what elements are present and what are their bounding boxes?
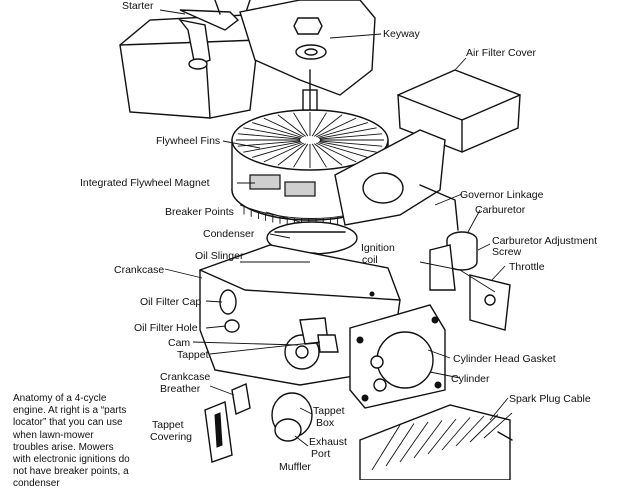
label-tappet: Tappet <box>177 349 209 361</box>
flywheel-fin <box>311 143 327 168</box>
label-exhaust-port-line1: Exhaust <box>309 436 347 448</box>
cylinder-head-fin <box>469 414 499 443</box>
label-screw: Screw <box>492 246 522 258</box>
label-oil-filter-cap: Oil Filter Cap <box>140 296 202 308</box>
label-integrated-flywheel-magnet: Integrated Flywheel Magnet <box>80 177 210 189</box>
air-filter-cover <box>397 69 521 153</box>
cylinder-head-fin <box>399 421 429 463</box>
flywheel-fin <box>243 141 302 153</box>
engine-exploded-diagram <box>119 0 521 480</box>
label-breaker-points: Breaker Points <box>165 206 234 218</box>
flywheel-fin <box>316 142 357 163</box>
flywheel-fin <box>319 140 383 147</box>
flywheel-fin <box>237 133 301 140</box>
flywheel-fin <box>293 143 309 168</box>
cylinder-head-fin <box>455 415 485 447</box>
label-cylinder: Cylinder <box>451 373 490 385</box>
flywheel-fin <box>318 141 377 153</box>
label-ignition: Ignition <box>361 242 395 254</box>
cylinder-head-fin <box>483 412 513 439</box>
label-throttle: Throttle <box>509 261 545 273</box>
label-flywheel-fins: Flywheel Fins <box>156 135 221 147</box>
cylinder-head-fin <box>441 417 471 451</box>
leader-lines <box>159 9 509 447</box>
tappet-covering <box>204 383 251 463</box>
caption-text: Anatomy of a 4-cycle engine. At right is… <box>13 393 130 490</box>
label-crankcase-breather-line1: Crankcase <box>160 371 211 383</box>
cam-gear <box>284 317 339 370</box>
cylinder-head <box>359 404 513 480</box>
label-crankcase-breather-line2: Breather <box>160 383 201 395</box>
flywheel-fin <box>277 143 306 166</box>
flywheel-fin <box>293 112 309 137</box>
label-spark-plug-cable: Spark Plug Cable <box>509 393 591 405</box>
cylinder-head-fin <box>413 420 443 459</box>
label-tappet-box-line1: Tappet <box>313 405 345 417</box>
label-cylinder-head-gasket: Cylinder Head Gasket <box>453 353 556 365</box>
flywheel-fin <box>318 127 377 139</box>
flywheel-fin <box>252 122 303 138</box>
label-carburetor-adjustment: Carburetor Adjustment <box>492 235 598 247</box>
flywheel-fin <box>263 142 304 163</box>
label-coil: coil <box>362 254 378 266</box>
starter-housing <box>119 0 259 119</box>
label-starter: Starter <box>122 0 154 12</box>
flywheel-fin <box>311 112 327 137</box>
flywheel-nut <box>293 17 327 60</box>
flywheel-fin <box>252 142 303 158</box>
flywheel-fin <box>277 114 306 137</box>
cylinder-head-fin <box>427 418 457 455</box>
flywheel-fin <box>314 114 343 137</box>
flywheel-fin <box>316 117 357 138</box>
flywheel-fin <box>317 122 368 138</box>
label-governor-linkage: Governor Linkage <box>460 189 544 201</box>
flywheel-fin <box>319 133 383 140</box>
label-keyway: Keyway <box>383 28 420 40</box>
label-condenser: Condenser <box>203 228 255 240</box>
label-oil-slinger: Oil Slinger <box>195 250 244 262</box>
flywheel-fin <box>263 117 304 138</box>
flywheel-fin <box>314 143 343 166</box>
label-carburetor: Carburetor <box>475 204 526 216</box>
muffler <box>271 392 313 442</box>
cylinder-head-fin <box>385 423 415 467</box>
cylinder-head-fin <box>371 424 401 471</box>
label-crankcase: Crankcase <box>114 264 165 276</box>
label-air-filter-cover: Air Filter Cover <box>466 47 537 59</box>
label-muffler: Muffler <box>279 461 311 473</box>
label-tappet-covering-line1: Tappet <box>152 419 184 431</box>
label-tappet-covering-line2: Covering <box>150 431 193 443</box>
cylinder-head-gasket <box>349 304 446 409</box>
flywheel-fin <box>317 142 368 158</box>
carburetor <box>419 231 511 331</box>
label-oil-filter-hole: Oil Filter Hole <box>134 322 198 334</box>
label-cam: Cam <box>168 337 191 349</box>
flywheel-fin <box>243 127 302 139</box>
label-tappet-box-line2: Box <box>316 417 335 429</box>
label-exhaust-port-line2: Port <box>311 448 331 460</box>
